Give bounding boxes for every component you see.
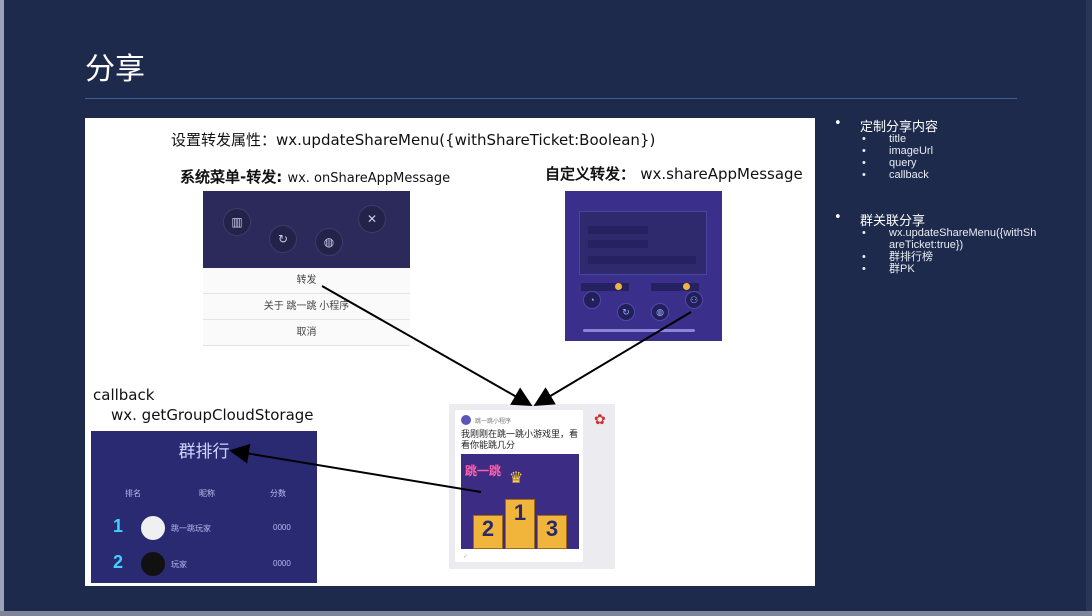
group-ranking-mock: 群排行 排名 昵称 分数 1 跳一跳玩家 0000 2 玩家 0000 (91, 431, 317, 583)
note-sub: • 群PK (862, 263, 915, 275)
note-sub-text: wx.updateShareMenu({withSh (889, 227, 1037, 239)
game-logo: 跳一跳 (465, 464, 502, 478)
custom-score-bar (651, 283, 699, 291)
rank-score: 0000 (273, 523, 291, 532)
flow-arrows (229, 285, 692, 493)
chat-meta-icon: ✓ (463, 554, 469, 560)
bar-chart-icon: ▥ (223, 208, 251, 236)
ranking-tab-score: 分数 (270, 489, 286, 498)
sub-bullet-icon: • (862, 227, 866, 239)
rank-player-name: 跳一跳玩家 (171, 524, 211, 533)
custom-score-bar (581, 283, 629, 291)
caption-custom-share: 自定义转发： wx.shareAppMessage (545, 163, 803, 184)
ranking-tab-rank: 排名 (125, 489, 141, 498)
sub-bullet-icon: • (862, 263, 866, 275)
chat-bubble: 跳一跳小程序 我刚刚在跳一跳小游戏里，看看你能跳几分 跳一跳 ♛ 2 1 3 ✓ (455, 410, 583, 562)
ranking-row: 1 跳一跳玩家 0000 (105, 514, 305, 542)
caption-custom-label: 自定义转发： (545, 165, 636, 183)
caption-system-menu: 系统菜单-转发: wx. onShareAppMessage (180, 166, 450, 187)
slide-title: 分享 (85, 52, 145, 87)
ranking-tabs: 排名 昵称 分数 (99, 485, 309, 503)
sub-bullet-icon: • (862, 169, 866, 181)
custom-text-bar (588, 256, 696, 264)
note-sub: areTicket:true}) (889, 239, 963, 251)
sub-bullet-icon: • (862, 145, 866, 157)
podium-first: 1 (505, 499, 535, 549)
custom-text-bar (588, 240, 648, 248)
custom-slider (583, 329, 695, 332)
tools-icon: ✕ (358, 205, 386, 233)
note-group-share: • 群关联分享 (834, 210, 926, 229)
note-sub: • title (862, 133, 907, 145)
mini-program-icon (461, 415, 471, 425)
ranking-title: 群排行 (178, 442, 230, 462)
slide-edge-bottom (0, 611, 1092, 616)
note-sub: • wx.updateShareMenu({withSh (862, 227, 1037, 239)
note-sub: • callback (862, 169, 929, 181)
friend-avatar-icon: ✿ (594, 411, 606, 427)
note-sub-text: callback (889, 169, 929, 181)
note-sub: • 群排行榜 (862, 251, 933, 263)
caption-update-share-menu: 设置转发属性：wx.updateShareMenu({withShareTick… (171, 131, 656, 149)
sub-bullet-icon: • (862, 157, 866, 169)
avatar (141, 552, 165, 576)
bullet-icon: • (834, 210, 842, 225)
note-sub-text: 群PK (889, 263, 915, 275)
custom-share-card (579, 211, 707, 275)
note-sub: • query (862, 157, 917, 169)
basket-icon: ◍ (651, 303, 669, 321)
slide-edge-right (1086, 0, 1092, 616)
note-text: 定制分享内容 (860, 120, 939, 135)
pie-icon: ◔ (583, 291, 601, 309)
sub-bullet-icon: • (862, 251, 866, 263)
arrow-system-to-chat (321, 285, 533, 406)
note-custom-share-content: • 定制分享内容 (834, 116, 939, 135)
note-sub-text: title (889, 133, 907, 145)
avatar (141, 516, 165, 540)
note-sub: • imageUrl (862, 145, 934, 157)
podium-image: 跳一跳 ♛ 2 1 3 (461, 454, 579, 549)
caption-custom-api: wx.shareAppMessage (640, 165, 803, 183)
podium-third: 3 (537, 515, 567, 549)
crown-icon: ♛ (509, 470, 524, 487)
note-sub-text: areTicket:true}) (889, 239, 964, 251)
slide-edge-left (0, 0, 4, 616)
rank-number: 1 (113, 516, 124, 536)
sub-bullet-icon: • (862, 133, 866, 145)
ranking-tab-name: 昵称 (199, 489, 215, 498)
menu-item-forward: 转发 (203, 268, 410, 294)
chat-share-card-mock: 跳一跳小程序 我刚刚在跳一跳小游戏里，看看你能跳几分 跳一跳 ♛ 2 1 3 ✓… (449, 404, 615, 569)
system-menu-header: ▥ ↻ ◍ ✕ (203, 191, 410, 268)
note-sub-text: query (889, 157, 917, 169)
refresh-icon: ↻ (269, 225, 297, 253)
arrow-chat-to-ranking (229, 443, 482, 493)
note-text: 群关联分享 (860, 214, 926, 229)
rank-number: 2 (113, 552, 124, 572)
podium-second: 2 (473, 515, 503, 549)
caption-system-api: wx. onShareAppMessage (287, 171, 451, 186)
caption-system-label: 系统菜单-转发: (180, 168, 283, 186)
share-icon: ⚇ (685, 291, 703, 309)
coin-icon (615, 283, 622, 290)
ranking-row: 2 玩家 0000 (105, 550, 305, 578)
caption-group-cloud-storage: wx. getGroupCloudStorage (111, 406, 314, 424)
caption-callback: callback (93, 386, 155, 404)
diagram-panel: 设置转发属性：wx.updateShareMenu({withShareTick… (85, 118, 815, 586)
custom-share-mock: ◔ ↻ ◍ ⚇ (565, 191, 722, 341)
chat-sender: 跳一跳小程序 (475, 419, 512, 425)
menu-item-cancel: 取消 (203, 320, 410, 346)
arrow-custom-to-chat (533, 311, 692, 407)
rank-score: 0000 (273, 559, 291, 568)
rank-player-name: 玩家 (171, 560, 187, 569)
system-share-menu-mock: ▥ ↻ ◍ ✕ 转发 关于 跳一跳 小程序 取消 (203, 191, 410, 346)
basket-icon: ◍ (315, 228, 343, 256)
refresh-icon: ↻ (617, 303, 635, 321)
title-divider (85, 98, 1017, 99)
custom-text-bar (588, 226, 648, 234)
bullet-icon: • (834, 116, 842, 131)
note-sub-text: imageUrl (889, 145, 934, 157)
coin-icon (683, 283, 690, 290)
chat-message: 我刚刚在跳一跳小游戏里，看看你能跳几分 (461, 429, 579, 450)
note-sub-text: 群排行榜 (889, 251, 933, 263)
